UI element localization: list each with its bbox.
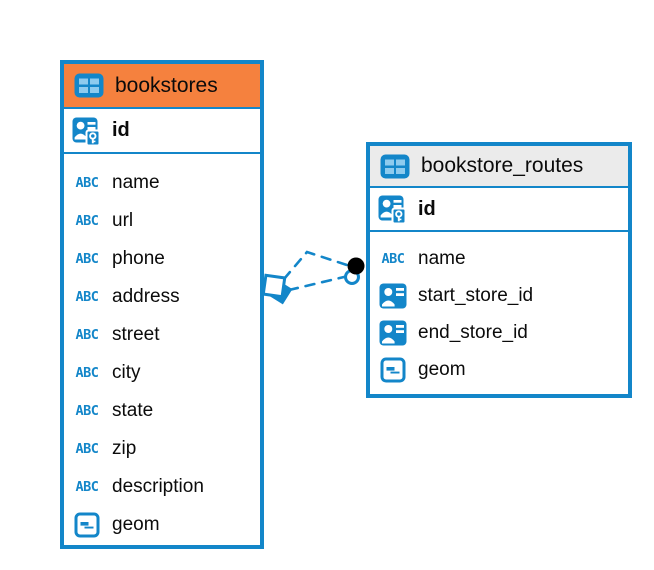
abc-text-icon: ABC [75, 251, 99, 267]
entity-bookstore-routes[interactable]: bookstore_routes id ABC [366, 142, 632, 398]
abc-text-icon: ABC [75, 441, 99, 457]
column-row[interactable]: end_store_id [370, 314, 628, 351]
abc-text-icon: ABC [75, 403, 99, 419]
column-row[interactable]: ABC zip [64, 430, 260, 468]
table-icon [378, 154, 412, 179]
column-row[interactable]: ABC description [64, 468, 260, 506]
abc-text-icon: ABC [75, 479, 99, 495]
entity-bookstores-columns: ABC name ABC url ABC phone ABC address A… [64, 154, 260, 544]
abc-text-icon: ABC [75, 365, 99, 381]
abc-text-icon: ABC [75, 289, 99, 305]
entity-bookstores-header[interactable]: bookstores [64, 64, 260, 109]
column-row[interactable]: ABC url [64, 202, 260, 240]
column-row-pk[interactable]: id [64, 109, 260, 154]
geometry-icon [70, 512, 104, 538]
column-row[interactable]: ABC street [64, 316, 260, 354]
abc-text-icon: ABC [75, 213, 99, 229]
person-key-icon [376, 194, 410, 224]
entity-bookstores-title: bookstores [115, 73, 218, 97]
column-row[interactable]: ABC name [64, 164, 260, 202]
geometry-icon [376, 357, 410, 383]
abc-text-icon: ABC [75, 175, 99, 191]
relationship-diamond-endpoint[interactable] [261, 273, 293, 305]
column-row-pk[interactable]: id [370, 188, 628, 232]
column-label-id: id [112, 119, 130, 141]
entity-bookstore-routes-title: bookstore_routes [421, 154, 584, 177]
entity-bookstores[interactable]: bookstores id ABC [60, 60, 264, 549]
person-card-icon [376, 283, 410, 309]
column-row[interactable]: ABC city [64, 354, 260, 392]
person-card-icon [376, 320, 410, 346]
relationship-dot-endpoint[interactable] [344, 257, 365, 285]
column-row[interactable]: ABC state [64, 392, 260, 430]
column-row[interactable]: ABC phone [64, 240, 260, 278]
entity-bookstore-routes-columns: ABC name start_store_id [370, 232, 628, 388]
column-row[interactable]: geom [64, 506, 260, 544]
column-row[interactable]: geom [370, 351, 628, 388]
fk-line-start-store [282, 250, 352, 281]
column-row[interactable]: ABC address [64, 278, 260, 316]
abc-text-icon: ABC [75, 327, 99, 343]
column-row[interactable]: start_store_id [370, 277, 628, 314]
column-label-id: id [418, 197, 436, 220]
table-icon [72, 73, 106, 98]
entity-bookstore-routes-header[interactable]: bookstore_routes [370, 146, 628, 188]
abc-text-icon: ABC [381, 250, 405, 267]
column-row[interactable]: ABC name [370, 240, 628, 277]
person-key-icon [70, 116, 104, 146]
fk-line-end-store [287, 275, 346, 292]
